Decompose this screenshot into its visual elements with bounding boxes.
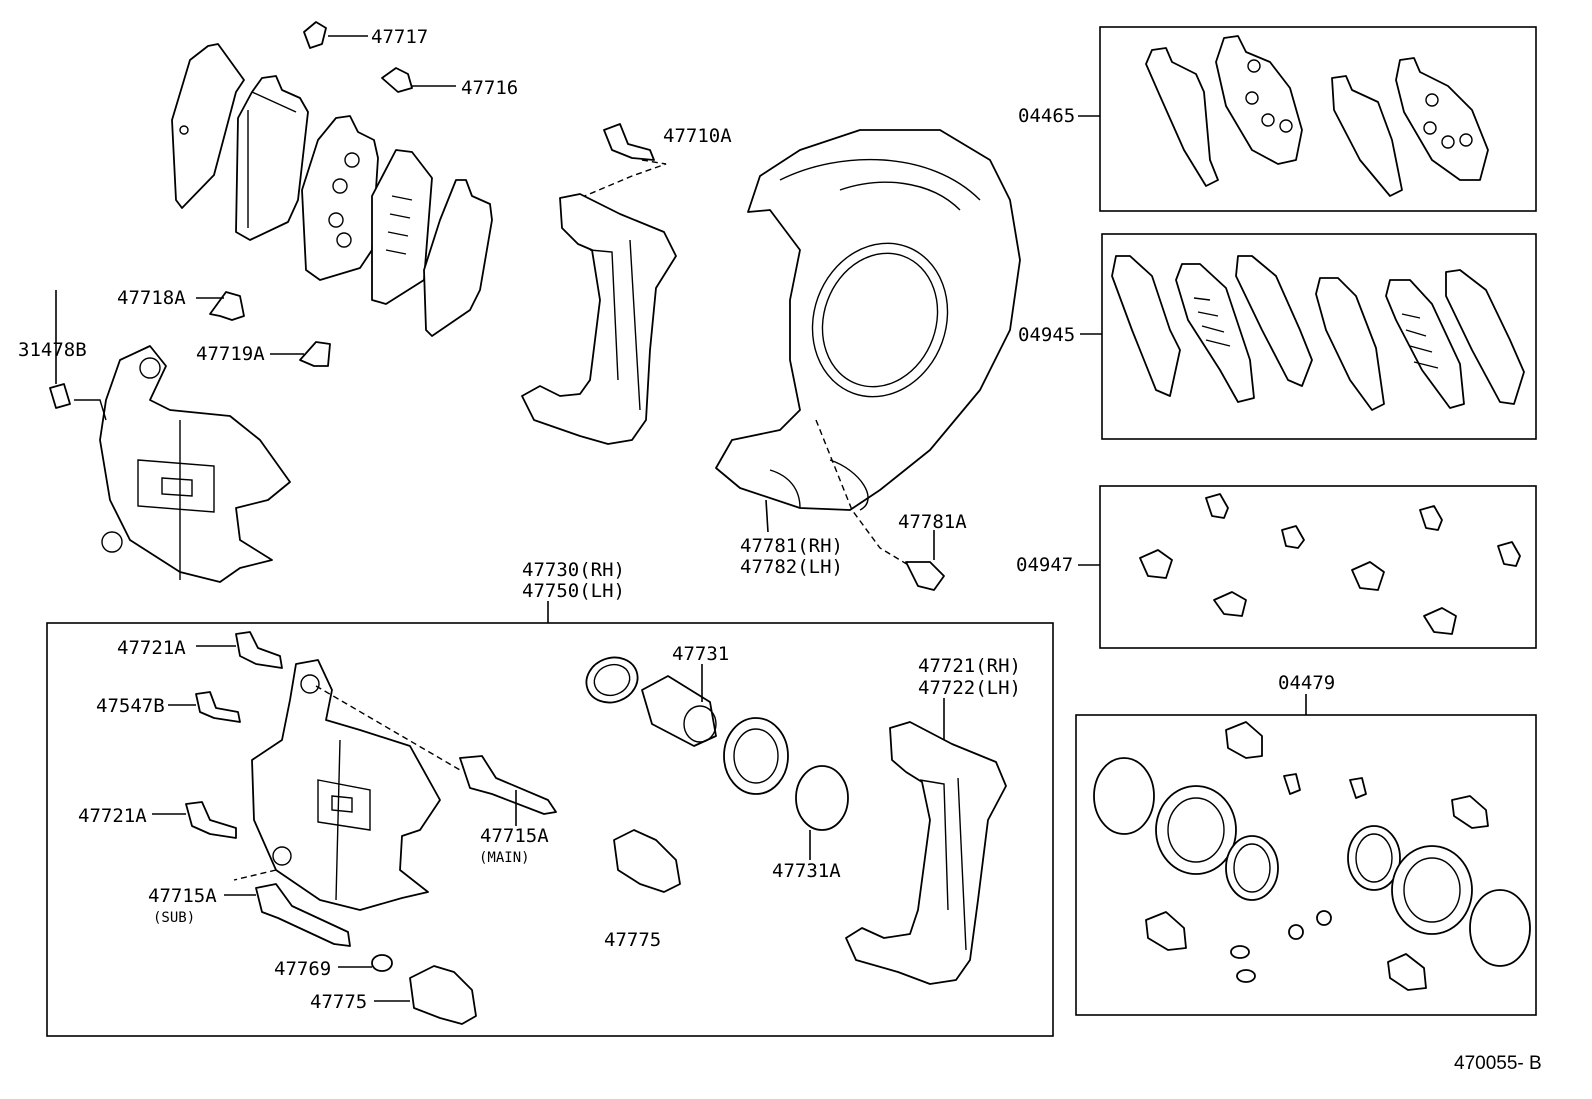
label-47730-rh: 47730(RH)	[522, 559, 625, 581]
pad-wear-indicator-47719a	[270, 341, 331, 367]
label-47775-mid: 47775	[604, 929, 661, 951]
bleeder-plug-31478b	[49, 290, 71, 409]
pad-wear-indicator-47718a	[196, 291, 245, 321]
label-47721-rh: 47721(RH)	[918, 655, 1021, 677]
caliper-assembly-frame	[46, 622, 1054, 1037]
label-47769: 47769	[274, 958, 331, 980]
bolt-47710a	[603, 123, 655, 161]
label-47716: 47716	[461, 77, 518, 99]
piston-boot	[723, 717, 789, 795]
caliper-body-lower	[251, 659, 441, 911]
piston-seal-ring	[585, 656, 639, 704]
label-kit-04479: 04479	[1278, 672, 1335, 694]
label-47781-rh: 47781(RH)	[740, 535, 843, 557]
label-47719a: 47719A	[196, 343, 265, 365]
label-47722-lh: 47722(LH)	[918, 677, 1021, 699]
kit-04947-frame	[1099, 485, 1537, 649]
label-31478b: 31478B	[18, 339, 87, 361]
brake-pad-inner	[301, 115, 379, 281]
label-47721a-top: 47721A	[117, 637, 186, 659]
figure-code: 470055- B	[1454, 1053, 1542, 1074]
slide-pin-main-47715a	[459, 755, 557, 826]
bolt-47547b	[168, 691, 241, 723]
label-47715a-main: 47715A	[480, 825, 549, 847]
label-kit-04947: 04947	[1016, 554, 1073, 576]
label-47731: 47731	[672, 643, 729, 665]
label-kit-04945: 04945	[1018, 324, 1075, 346]
label-47717: 47717	[371, 26, 428, 48]
label-47721a-mid: 47721A	[78, 805, 147, 827]
caliper-mounting-bracket-lower	[845, 721, 1007, 985]
bolt-47721a-mid	[152, 801, 237, 839]
caliper-mounting-bracket-upper	[521, 193, 677, 445]
label-main-note: (MAIN)	[479, 850, 530, 866]
label-47731a: 47731A	[772, 860, 841, 882]
caliper-cylinder-upper	[74, 345, 291, 583]
label-47715a-sub: 47715A	[148, 885, 217, 907]
piston-47731	[641, 664, 717, 747]
label-47710a: 47710A	[663, 125, 732, 147]
kit-04479-seals	[1093, 721, 1531, 991]
label-kit-04465: 04465	[1018, 105, 1075, 127]
label-47547b: 47547B	[96, 695, 165, 717]
bolt-47721a-top	[196, 631, 283, 669]
anti-squeal-shim-back	[423, 179, 493, 337]
label-sub-note: (SUB)	[153, 910, 195, 926]
boot-47775-left	[374, 965, 477, 1025]
label-47750-lh: 47750(LH)	[522, 580, 625, 602]
slide-pin-sub-47715a	[224, 883, 351, 947]
label-47775-left: 47775	[310, 991, 367, 1013]
oring-47731a	[795, 765, 849, 860]
label-47782-lh: 47782(LH)	[740, 556, 843, 578]
kit-04479-frame	[1075, 714, 1537, 1016]
anti-squeal-shim-outer	[171, 43, 245, 209]
disc-brake-dust-cover	[715, 129, 1021, 511]
label-47718a: 47718A	[117, 287, 186, 309]
kit-04465-pads	[1145, 35, 1489, 197]
kit-04945-frame	[1101, 233, 1537, 440]
kit-04947-clips	[1139, 493, 1521, 635]
anti-squeal-shim-inner	[371, 149, 433, 305]
brake-pad-outer	[235, 75, 309, 241]
boot-47775-mid	[613, 829, 681, 893]
pad-support-clip-47716	[381, 67, 456, 93]
pad-support-clip-47717	[303, 21, 368, 49]
seal-47769	[338, 954, 393, 972]
label-47781a: 47781A	[898, 511, 967, 533]
bolt-47781a	[905, 561, 945, 591]
kit-04945-shims	[1111, 255, 1525, 411]
kit-04465-frame	[1099, 26, 1537, 212]
